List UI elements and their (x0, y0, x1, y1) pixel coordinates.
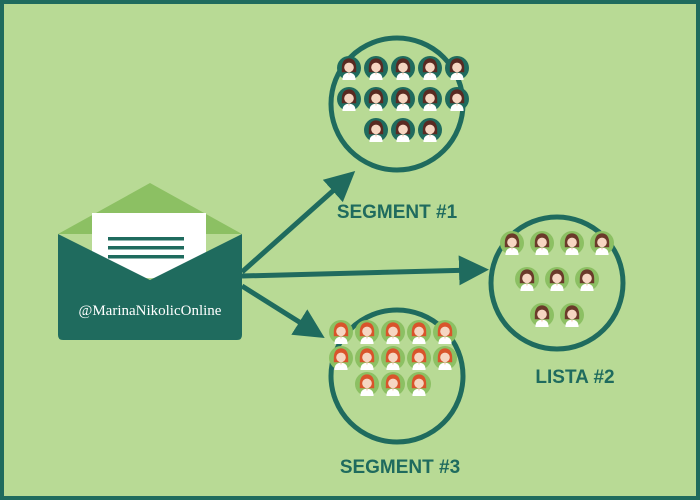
arrow-to-segment-1 (240, 171, 356, 274)
lista-2-avatars (500, 231, 614, 327)
arrow-to-segment-3 (240, 283, 325, 338)
person-icon (407, 346, 431, 370)
person-icon (530, 231, 554, 255)
person-icon (433, 346, 457, 370)
email-handle: @MarinaNikolicOnline (79, 303, 222, 319)
segment-3-label: SEGMENT #3 (340, 457, 460, 478)
person-icon (500, 231, 524, 255)
person-icon (560, 231, 584, 255)
segment-1-label: SEGMENT #1 (337, 202, 458, 223)
person-icon (381, 346, 405, 370)
person-icon (433, 320, 457, 344)
person-icon (407, 320, 431, 344)
envelope-body (58, 234, 242, 340)
segment-1-avatars (337, 56, 469, 142)
person-icon (337, 56, 361, 80)
person-icon (364, 56, 388, 80)
person-icon (355, 372, 379, 396)
person-icon (329, 346, 353, 370)
person-icon (355, 346, 379, 370)
letter-lines (108, 237, 184, 259)
person-icon (575, 267, 599, 291)
person-icon (391, 87, 415, 111)
person-icon (418, 56, 442, 80)
person-icon (560, 303, 584, 327)
person-icon (515, 267, 539, 291)
person-icon (545, 267, 569, 291)
email-envelope-icon: @MarinaNikolicOnline (58, 183, 242, 340)
segment-3-circle (328, 307, 466, 445)
lista-2-label: LISTA #2 (535, 367, 614, 388)
person-icon (418, 87, 442, 111)
person-icon (381, 372, 405, 396)
arrows (240, 171, 489, 338)
person-icon (337, 87, 361, 111)
person-icon (329, 320, 353, 344)
arrow-to-lista-2 (241, 255, 489, 286)
person-icon (391, 56, 415, 80)
person-icon (445, 87, 469, 111)
person-icon (381, 320, 405, 344)
person-icon (391, 118, 415, 142)
person-icon (418, 118, 442, 142)
person-icon (407, 372, 431, 396)
segment-3-avatars (329, 320, 457, 396)
lista-2-circle (488, 214, 626, 352)
person-icon (355, 320, 379, 344)
person-icon (590, 231, 614, 255)
person-icon (445, 56, 469, 80)
person-icon (364, 118, 388, 142)
person-icon (530, 303, 554, 327)
person-icon (364, 87, 388, 111)
